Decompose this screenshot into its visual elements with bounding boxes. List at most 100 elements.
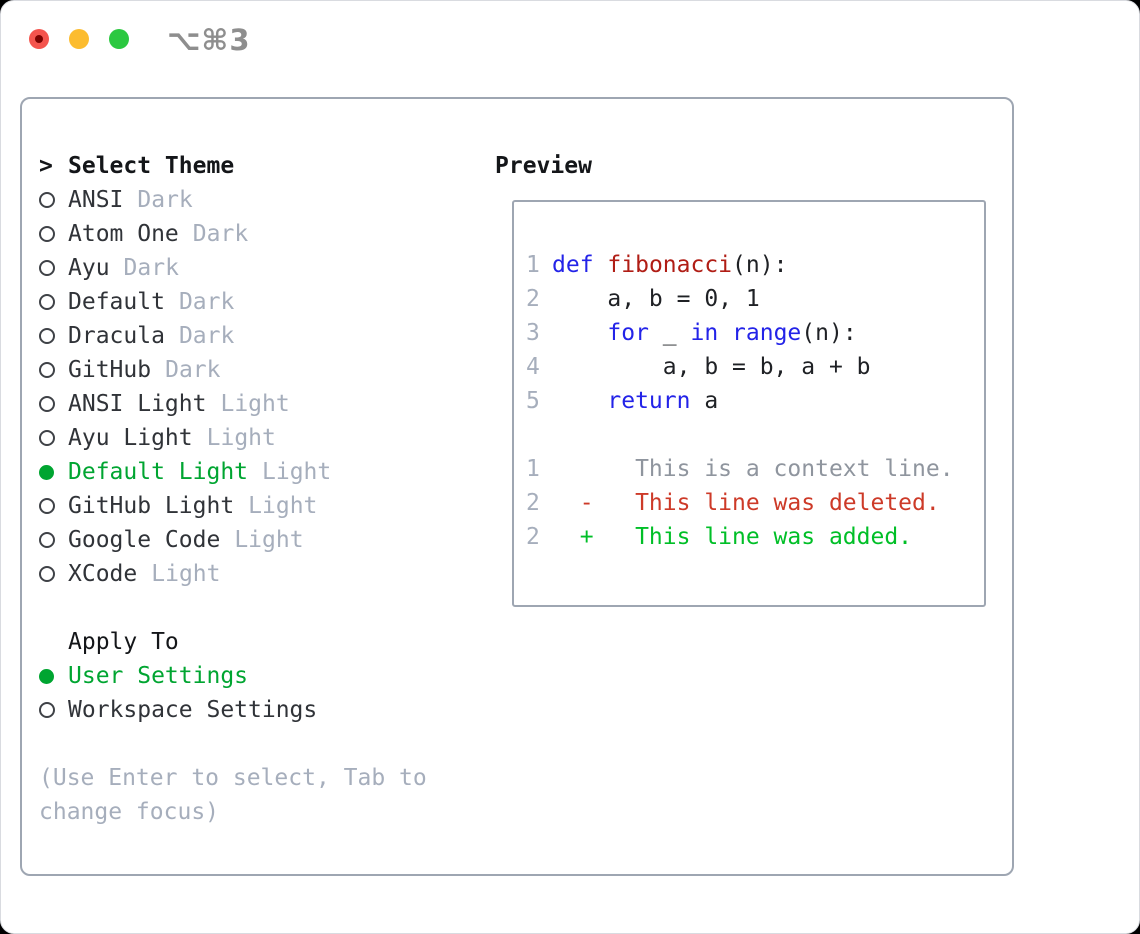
radio-icon [39, 294, 55, 310]
diff-added-line: 2 + This line was added. [526, 520, 984, 554]
theme-name: Default [68, 289, 165, 315]
theme-option-ansi-light[interactable]: ANSI Light Light [39, 387, 427, 421]
code-line: 5 return a [526, 384, 984, 418]
theme-option-default-light-selected[interactable]: Default Light Light [39, 455, 427, 489]
line-number: 5 [526, 388, 540, 414]
code-builtin: range [732, 320, 802, 346]
keyboard-hint-line-1: (Use Enter to select, Tab to [39, 765, 427, 791]
theme-variant-tag: Dark [165, 357, 221, 383]
added-text: + This line was added. [552, 524, 913, 550]
theme-name: ANSI [68, 187, 124, 213]
theme-variant-tag: Dark [192, 221, 249, 247]
theme-variant-tag: Light [151, 561, 221, 587]
theme-option-ansi-dark[interactable]: ANSI Dark [39, 183, 427, 217]
deleted-text: - This line was deleted. [552, 490, 940, 516]
apply-option-label: User Settings [68, 663, 249, 689]
code-keyword: for [607, 320, 649, 346]
apply-to-title: Apply To [68, 629, 179, 655]
radio-icon [39, 362, 55, 378]
theme-name: Ayu Light [68, 425, 193, 451]
window-title: ⌥⌘3 [167, 23, 251, 57]
theme-name: Google Code [68, 527, 221, 553]
titlebar: ⌥⌘3 [1, 1, 1139, 77]
code-text: a [690, 388, 719, 414]
code-line: 4 a, b = b, a + b [526, 350, 984, 384]
traffic-lights [29, 29, 129, 49]
theme-name: XCode [68, 561, 138, 587]
code-text: (n): [801, 320, 857, 346]
theme-variant-tag: Light [248, 493, 318, 519]
theme-name: Ayu [68, 255, 110, 281]
radio-selected-icon [39, 668, 54, 684]
close-button[interactable] [29, 29, 49, 49]
theme-variant-tag: Dark [123, 255, 179, 281]
code-text: (n): [732, 252, 788, 278]
line-number: 1 [526, 456, 540, 482]
radio-icon [39, 498, 55, 514]
theme-name: ANSI Light [68, 391, 207, 417]
theme-variant-tag: Light [206, 425, 276, 451]
theme-name: GitHub Light [68, 493, 235, 519]
theme-variant-tag: Dark [137, 187, 193, 213]
theme-variant-tag: Dark [178, 323, 235, 349]
radio-icon [39, 396, 55, 412]
theme-name: Dracula [68, 323, 165, 349]
line-number: 4 [526, 354, 540, 380]
theme-option-ayu-dark[interactable]: Ayu Dark [39, 251, 427, 285]
radio-icon [39, 702, 55, 718]
theme-option-google-code[interactable]: Google Code Light [39, 523, 427, 557]
theme-name: GitHub [68, 357, 152, 383]
apply-option-workspace-settings[interactable]: Workspace Settings [39, 693, 427, 727]
line-number: 2 [526, 286, 540, 312]
radio-icon [39, 430, 55, 446]
code-text [552, 388, 607, 414]
diff-context-line: 1 This is a context line. [526, 452, 984, 486]
theme-variant-tag: Dark [178, 289, 235, 315]
line-number: 3 [526, 320, 540, 346]
preview-title: Preview [495, 153, 592, 179]
code-keyword: in [690, 320, 719, 346]
theme-option-github-dark[interactable]: GitHub Dark [39, 353, 427, 387]
code-text [718, 320, 732, 346]
modified-indicator-dot [35, 35, 43, 43]
radio-selected-icon [39, 464, 54, 480]
theme-option-xcode[interactable]: XCode Light [39, 557, 427, 591]
code-text [552, 320, 607, 346]
blank-line [526, 418, 984, 452]
keyboard-hint-line-2: change focus) [39, 799, 220, 825]
spacer-row [39, 727, 427, 761]
code-keyword: def [552, 252, 594, 278]
minimize-button[interactable] [69, 29, 89, 49]
code-text: a, b = 0, 1 [552, 286, 760, 312]
apply-option-label: Workspace Settings [68, 697, 318, 723]
code-line: 1 def fibonacci (n): [526, 248, 984, 282]
radio-icon [39, 328, 55, 344]
select-theme-title: Select Theme [68, 153, 235, 179]
maximize-button[interactable] [109, 29, 129, 49]
line-number: 1 [526, 252, 540, 278]
theme-name: Atom One [68, 221, 179, 247]
code-text [594, 252, 608, 278]
theme-option-github-light[interactable]: GitHub Light Light [39, 489, 427, 523]
theme-option-dracula-dark[interactable]: Dracula Dark [39, 319, 427, 353]
apply-option-user-settings[interactable]: User Settings [39, 659, 427, 693]
theme-variant-tag: Light [220, 391, 290, 417]
code-text: a, b = b, a + b [552, 354, 871, 380]
code-keyword: return [607, 388, 691, 414]
code-text: _ [648, 320, 691, 346]
theme-name: Default Light [68, 459, 249, 485]
apply-to-header: Apply To [39, 625, 427, 659]
radio-icon [39, 226, 55, 242]
theme-option-default-dark[interactable]: Default Dark [39, 285, 427, 319]
code-function-name: fibonacci [607, 252, 733, 278]
line-number: 2 [526, 524, 540, 550]
theme-option-atom-one-dark[interactable]: Atom One Dark [39, 217, 427, 251]
cursor-indicator: > [39, 153, 53, 179]
line-number: 2 [526, 490, 540, 516]
select-theme-header: > Select Theme [39, 149, 427, 183]
theme-menu: > Select Theme ANSI Dark Atom One Dark A… [39, 149, 427, 829]
radio-icon [39, 532, 55, 548]
theme-option-ayu-light[interactable]: Ayu Light Light [39, 421, 427, 455]
preview-box: 1 def fibonacci (n): 2 a, b = 0, 1 3 for… [512, 200, 986, 607]
